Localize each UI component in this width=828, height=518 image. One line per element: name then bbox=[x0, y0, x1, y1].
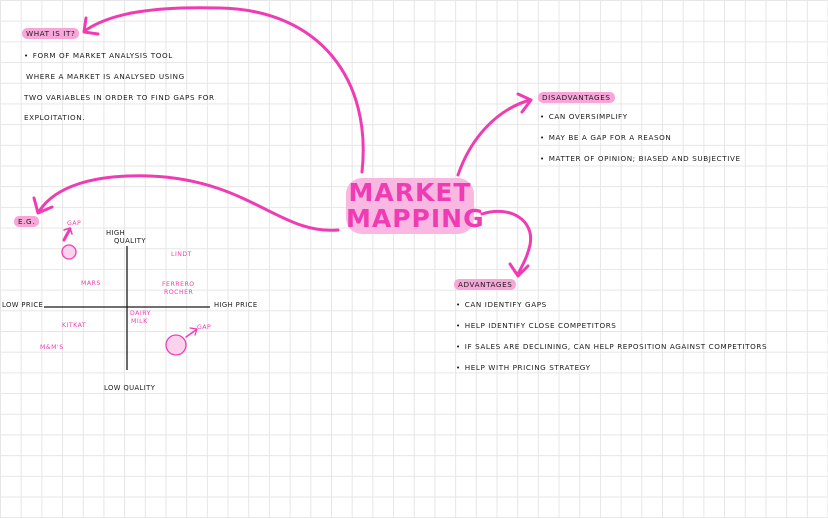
gap-label-right: GAP bbox=[197, 324, 212, 331]
brand-mms: M&M'S bbox=[40, 344, 64, 351]
disadvantage-item: MAY BE A GAP FOR A REASON bbox=[540, 133, 671, 142]
disadvantage-item: MATTER OF OPINION; BIASED AND SUBJECTIVE bbox=[540, 154, 741, 163]
advantage-item: IF SALES ARE DECLINING, CAN HELP REPOSIT… bbox=[456, 342, 767, 351]
what-is-it-heading: WHAT IS IT? bbox=[22, 28, 80, 39]
arrow-to-disadvantages bbox=[456, 98, 532, 177]
central-title: MARKET MAPPING bbox=[346, 178, 485, 234]
what-is-it-line: FORM OF MARKET ANALYSIS TOOL bbox=[24, 51, 173, 60]
brand-ferrero-line-2: ROCHER bbox=[164, 289, 194, 296]
arrowhead-what-is-it bbox=[82, 16, 100, 36]
gap-circle-right bbox=[165, 334, 187, 356]
brand-kitkat: KITKAT bbox=[62, 322, 87, 329]
gap-arrow-top bbox=[62, 227, 72, 242]
arrow-to-advantages bbox=[480, 209, 533, 276]
arrowhead-advantages bbox=[508, 262, 530, 278]
gap-arrow-right-head bbox=[189, 327, 198, 336]
gap-circle-top bbox=[61, 244, 77, 260]
advantage-item: HELP IDENTIFY CLOSE COMPETITORS bbox=[456, 321, 616, 330]
axis-label-high-quality-1: HIGH bbox=[106, 229, 126, 237]
advantage-item: CAN IDENTIFY GAPS bbox=[456, 300, 547, 309]
what-is-it-line: EXPLOITATION. bbox=[24, 113, 86, 122]
arrow-to-what-is-it bbox=[84, 6, 365, 174]
what-is-it-line: WHERE A MARKET IS ANALYSED USING bbox=[26, 72, 185, 81]
gap-arrow-top-head bbox=[63, 227, 73, 235]
advantage-item: HELP WITH PRICING STRATEGY bbox=[456, 363, 591, 372]
arrow-to-example bbox=[38, 174, 340, 232]
brand-dairy-milk-line-1: DAIRY bbox=[130, 310, 151, 317]
example-heading: E.G. bbox=[14, 216, 40, 227]
disadvantage-item: CAN OVERSIMPLIFY bbox=[540, 112, 628, 121]
brand-lindt: LINDT bbox=[171, 251, 192, 258]
axis-label-high-quality-2: QUALITY bbox=[114, 237, 146, 245]
axis-label-low-quality: LOW QUALITY bbox=[104, 384, 156, 392]
arrowhead-example bbox=[32, 196, 54, 215]
title-line-1: MARKET bbox=[348, 178, 472, 207]
advantages-heading: ADVANTAGES bbox=[454, 279, 517, 290]
gap-arrow-right bbox=[185, 329, 197, 338]
disadvantages-heading: DISADVANTAGES bbox=[538, 92, 615, 103]
what-is-it-line: TWO VARIABLES IN ORDER TO FIND GAPS FOR bbox=[24, 93, 215, 102]
axis-label-high-price: HIGH PRICE bbox=[214, 301, 258, 309]
brand-dairy-milk-line-2: MILK bbox=[131, 318, 148, 325]
brand-ferrero-line-1: FERRERO bbox=[162, 281, 195, 288]
title-line-2: MAPPING bbox=[346, 204, 485, 233]
arrowhead-disadvantages bbox=[516, 92, 533, 114]
brand-mars: MARS bbox=[81, 280, 101, 287]
gap-label-top: GAP bbox=[67, 220, 82, 227]
axis-label-low-price: LOW PRICE bbox=[2, 301, 44, 309]
